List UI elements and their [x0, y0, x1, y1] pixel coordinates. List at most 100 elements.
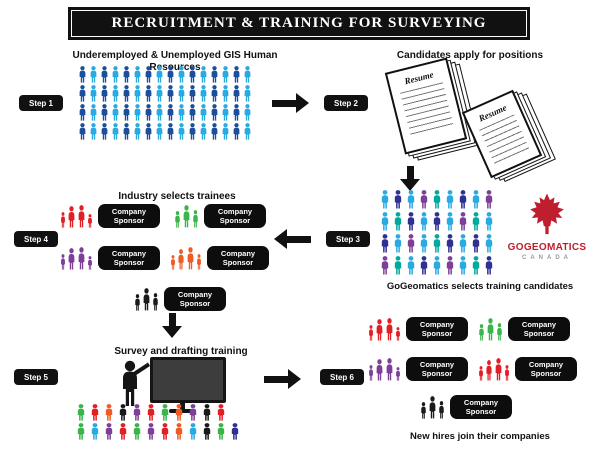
person-icon: [484, 256, 494, 275]
person-icon: [210, 123, 219, 140]
step2-heading: Candidates apply for positions: [396, 50, 544, 61]
company-sponsor-badge: Company Sponsor: [450, 395, 512, 419]
person-icon: [186, 246, 195, 270]
arrow-step5-to-step6-icon: [264, 369, 301, 389]
training-candidates-crowd: [380, 190, 494, 275]
company-sponsor-badge: Company Sponsor: [515, 357, 577, 381]
person-icon: [210, 66, 219, 83]
person-icon: [188, 404, 198, 421]
group-people: [60, 204, 93, 228]
person-icon: [458, 234, 468, 253]
training-audience-crowd: [76, 404, 240, 440]
person-icon: [118, 404, 128, 421]
person-icon: [393, 234, 403, 253]
group-people: [368, 357, 401, 381]
person-icon: [458, 212, 468, 231]
step6-caption: New hires join their companies: [410, 431, 550, 442]
step3-caption: GoGeomatics selects training candidates: [386, 281, 574, 292]
person-icon: [406, 256, 416, 275]
resume-stack-small: Resume: [461, 89, 543, 179]
step4-heading: Industry selects trainees: [118, 191, 236, 202]
page-title: RECRUITMENT & TRAINING FOR SURVEYING: [71, 10, 527, 37]
person-icon: [174, 423, 184, 440]
person-icon: [160, 423, 170, 440]
person-icon: [155, 123, 164, 140]
person-icon: [188, 85, 197, 102]
arrow-step2-to-step3-icon: [400, 166, 420, 191]
maple-leaf-icon: [530, 193, 564, 235]
person-icon: [504, 364, 510, 381]
person-icon: [122, 66, 131, 83]
person-icon: [395, 326, 401, 341]
person-icon: [202, 423, 212, 440]
company-sponsor-badge: Company Sponsor: [164, 287, 226, 311]
person-icon: [471, 212, 481, 231]
person-icon: [221, 85, 230, 102]
person-icon: [196, 253, 202, 270]
person-icon: [393, 190, 403, 209]
person-icon: [78, 104, 87, 121]
person-icon: [420, 401, 427, 419]
step6-badge: Step 6: [320, 369, 364, 385]
person-icon: [60, 253, 66, 270]
person-icon: [155, 66, 164, 83]
person-icon: [160, 404, 170, 421]
person-icon: [478, 323, 485, 341]
person-icon: [368, 324, 374, 341]
sponsor-group-red: Company Sponsor: [60, 204, 160, 228]
person-icon: [166, 66, 175, 83]
step5-heading: Survey and drafting training: [114, 346, 248, 357]
person-icon: [445, 234, 455, 253]
person-icon: [182, 204, 191, 228]
hire-group-green: Company Sponsor: [478, 317, 570, 341]
person-icon: [132, 404, 142, 421]
company-sponsor-badge: Company Sponsor: [406, 317, 468, 341]
person-icon: [419, 256, 429, 275]
group-people: [60, 246, 93, 270]
person-icon: [77, 246, 86, 270]
person-icon: [385, 317, 394, 341]
person-icon: [134, 293, 141, 311]
group-people: [134, 287, 159, 311]
person-icon: [406, 190, 416, 209]
person-icon: [100, 85, 109, 102]
person-icon: [87, 255, 93, 270]
person-icon: [100, 104, 109, 121]
person-icon: [77, 204, 86, 228]
person-icon: [243, 85, 252, 102]
person-icon: [486, 317, 495, 341]
hire-group-purple: Company Sponsor: [368, 357, 468, 381]
person-icon: [111, 104, 120, 121]
person-icon: [155, 85, 164, 102]
person-icon: [133, 104, 142, 121]
resume-stack-large: Resume: [384, 57, 468, 155]
person-icon: [166, 104, 175, 121]
person-icon: [202, 404, 212, 421]
step1-badge: Step 1: [19, 95, 63, 111]
person-icon: [188, 123, 197, 140]
person-icon: [484, 234, 494, 253]
logo-name: GOGEOMATICS: [507, 242, 587, 253]
screen-stand: [180, 403, 185, 410]
person-icon: [221, 66, 230, 83]
person-icon: [375, 318, 384, 341]
gis-resources-crowd: [78, 66, 252, 140]
person-icon: [232, 104, 241, 121]
person-icon: [76, 423, 86, 440]
person-icon: [118, 423, 128, 440]
person-icon: [485, 359, 493, 381]
person-icon: [221, 123, 230, 140]
group-people: [368, 317, 401, 341]
gogeomatics-logo: GOGEOMATICS CANADA: [500, 192, 594, 261]
person-icon: [232, 123, 241, 140]
person-icon: [78, 85, 87, 102]
resume-lines: [399, 82, 455, 138]
person-icon: [89, 66, 98, 83]
person-icon: [188, 423, 198, 440]
sponsor-group-purple: Company Sponsor: [60, 246, 160, 270]
person-icon: [177, 123, 186, 140]
company-sponsor-badge: Company Sponsor: [98, 246, 160, 270]
instructor-icon: [116, 359, 154, 414]
person-icon: [210, 104, 219, 121]
